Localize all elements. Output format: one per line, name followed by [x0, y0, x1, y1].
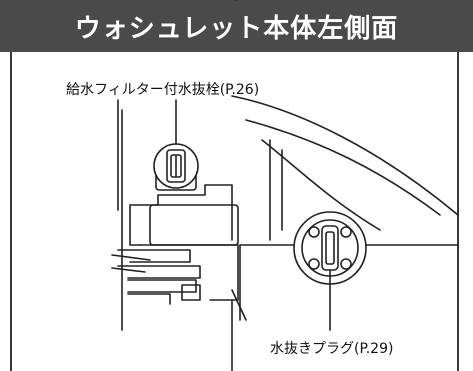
filter-plug-callout: 給水フィルター付水抜栓(P.26) — [66, 82, 260, 98]
illustration-frame — [10, 52, 459, 371]
page-title: ウォシュレット本体左側面 — [0, 0, 473, 52]
housing-outline — [231, 95, 459, 216]
drain-plug-callout: 水抜きプラグ(P.29) — [270, 341, 394, 357]
